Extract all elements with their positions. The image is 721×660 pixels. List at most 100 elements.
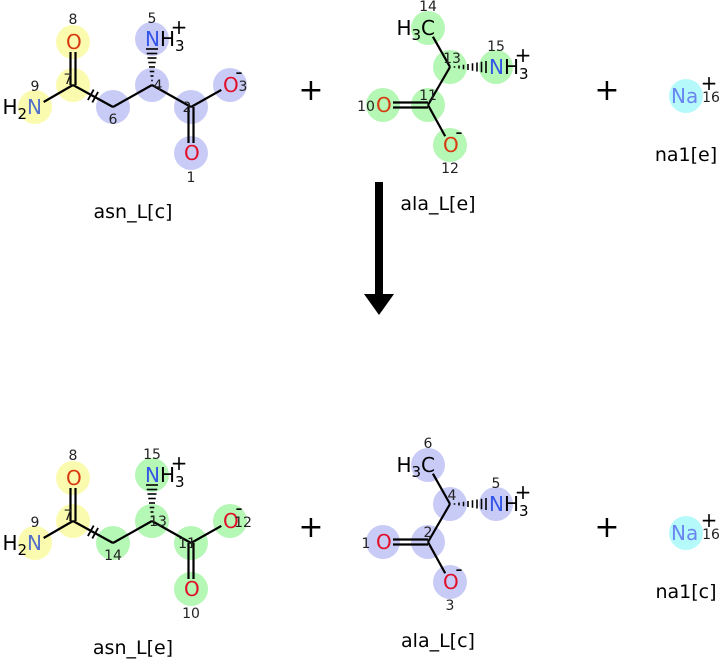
atom-label: O <box>376 93 392 117</box>
molecule-name: ala_L[c] <box>401 630 475 652</box>
charge-sign: + <box>515 43 532 67</box>
atom-index: 9 <box>31 515 40 531</box>
atom-highlight <box>213 68 247 102</box>
atom-highlight <box>411 448 445 482</box>
charge-sign: - <box>235 60 242 84</box>
molecule-name: ala_L[e] <box>400 193 475 215</box>
bond <box>112 84 153 108</box>
atom-highlight <box>479 487 513 521</box>
atom-label: NH3 <box>489 492 529 520</box>
atom-index: 3 <box>239 79 248 95</box>
atom-index: 15 <box>487 39 505 55</box>
atom-highlight <box>18 90 52 124</box>
plus-sign: + <box>594 73 619 108</box>
atom-label: H2N <box>2 531 42 559</box>
atom-index: 6 <box>109 112 118 128</box>
atom-index: 13 <box>443 51 461 67</box>
bond <box>431 36 451 68</box>
reaction-arrow <box>364 182 394 315</box>
atom-highlight <box>669 79 703 113</box>
atom-index: 11 <box>178 536 196 552</box>
bond <box>427 541 447 574</box>
atom-index: 15 <box>143 447 161 463</box>
atom-index: 6 <box>424 436 433 452</box>
atom-label: H2N <box>2 95 42 123</box>
atom-index: 3 <box>446 598 455 614</box>
atom-index: 4 <box>448 488 457 504</box>
bond <box>190 88 222 108</box>
plus-sign: + <box>298 510 323 545</box>
atom-highlight <box>56 461 90 495</box>
bond <box>43 520 74 539</box>
atom-label: NH3 <box>489 55 529 83</box>
atom-index: 14 <box>104 548 122 564</box>
atom-label: H3C <box>396 16 435 44</box>
molecule-name: na1[c] <box>655 581 716 603</box>
atom-index: 10 <box>357 99 375 115</box>
bond <box>431 473 451 505</box>
atom-label: O <box>184 141 200 165</box>
bond <box>427 503 451 543</box>
atom-label: O <box>376 530 392 554</box>
atom-label: NH3 <box>145 463 185 491</box>
molecule-name: asn_L[c] <box>94 201 173 223</box>
atom-highlight <box>433 128 467 162</box>
atom-label: O <box>66 30 82 54</box>
plus-sign: + <box>298 73 323 108</box>
charge-sign: - <box>455 557 462 581</box>
atom-highlight <box>479 50 513 84</box>
molecule-name: na1[e] <box>655 144 717 166</box>
broken-bond-mark <box>91 527 99 539</box>
bond <box>72 84 114 108</box>
atom-index: 1 <box>187 170 196 186</box>
atom-label: NH3 <box>145 27 185 55</box>
atom-highlight <box>669 516 703 550</box>
atom-index: 16 <box>702 90 720 106</box>
atom-highlight <box>366 88 400 122</box>
atom-label: H3C <box>396 453 435 481</box>
atom-index: 7 <box>64 508 73 524</box>
bond <box>72 520 114 544</box>
bond <box>151 84 192 108</box>
atom-highlight <box>174 136 208 170</box>
atom-index: 2 <box>183 100 192 116</box>
broken-bond-mark <box>91 91 99 103</box>
atom-highlight <box>366 525 400 559</box>
atom-index: 11 <box>419 88 437 104</box>
atom-highlight <box>135 22 169 56</box>
atom-label: O <box>66 466 82 490</box>
atom-index: 8 <box>69 12 78 28</box>
hashed-wedge-bond <box>453 498 487 510</box>
hashed-wedge-bond <box>453 61 487 73</box>
atom-index: 1 <box>362 536 371 552</box>
atom-label: O <box>443 570 459 594</box>
atom-highlight <box>56 25 90 59</box>
atom-highlight <box>135 458 169 492</box>
charge-sign: - <box>235 496 242 520</box>
atom-highlight <box>18 526 52 560</box>
atom-label: O <box>223 73 239 97</box>
charge-sign: + <box>701 508 718 532</box>
atom-index: 12 <box>441 161 459 177</box>
plus-sign: + <box>594 510 619 545</box>
atom-index: 16 <box>702 527 720 543</box>
broken-bond-mark <box>87 525 95 537</box>
hashed-wedge-bond <box>146 48 158 82</box>
bond <box>190 524 222 544</box>
atom-index: 9 <box>31 79 40 95</box>
bond <box>43 84 74 103</box>
atom-highlight <box>411 11 445 45</box>
bond <box>427 66 451 106</box>
atom-index: 10 <box>182 606 200 622</box>
atom-highlight <box>433 565 467 599</box>
bond <box>427 104 447 137</box>
charge-sign: - <box>455 120 462 144</box>
atom-index: 8 <box>69 448 78 464</box>
atom-label: Na <box>671 84 698 108</box>
atom-label: O <box>184 577 200 601</box>
